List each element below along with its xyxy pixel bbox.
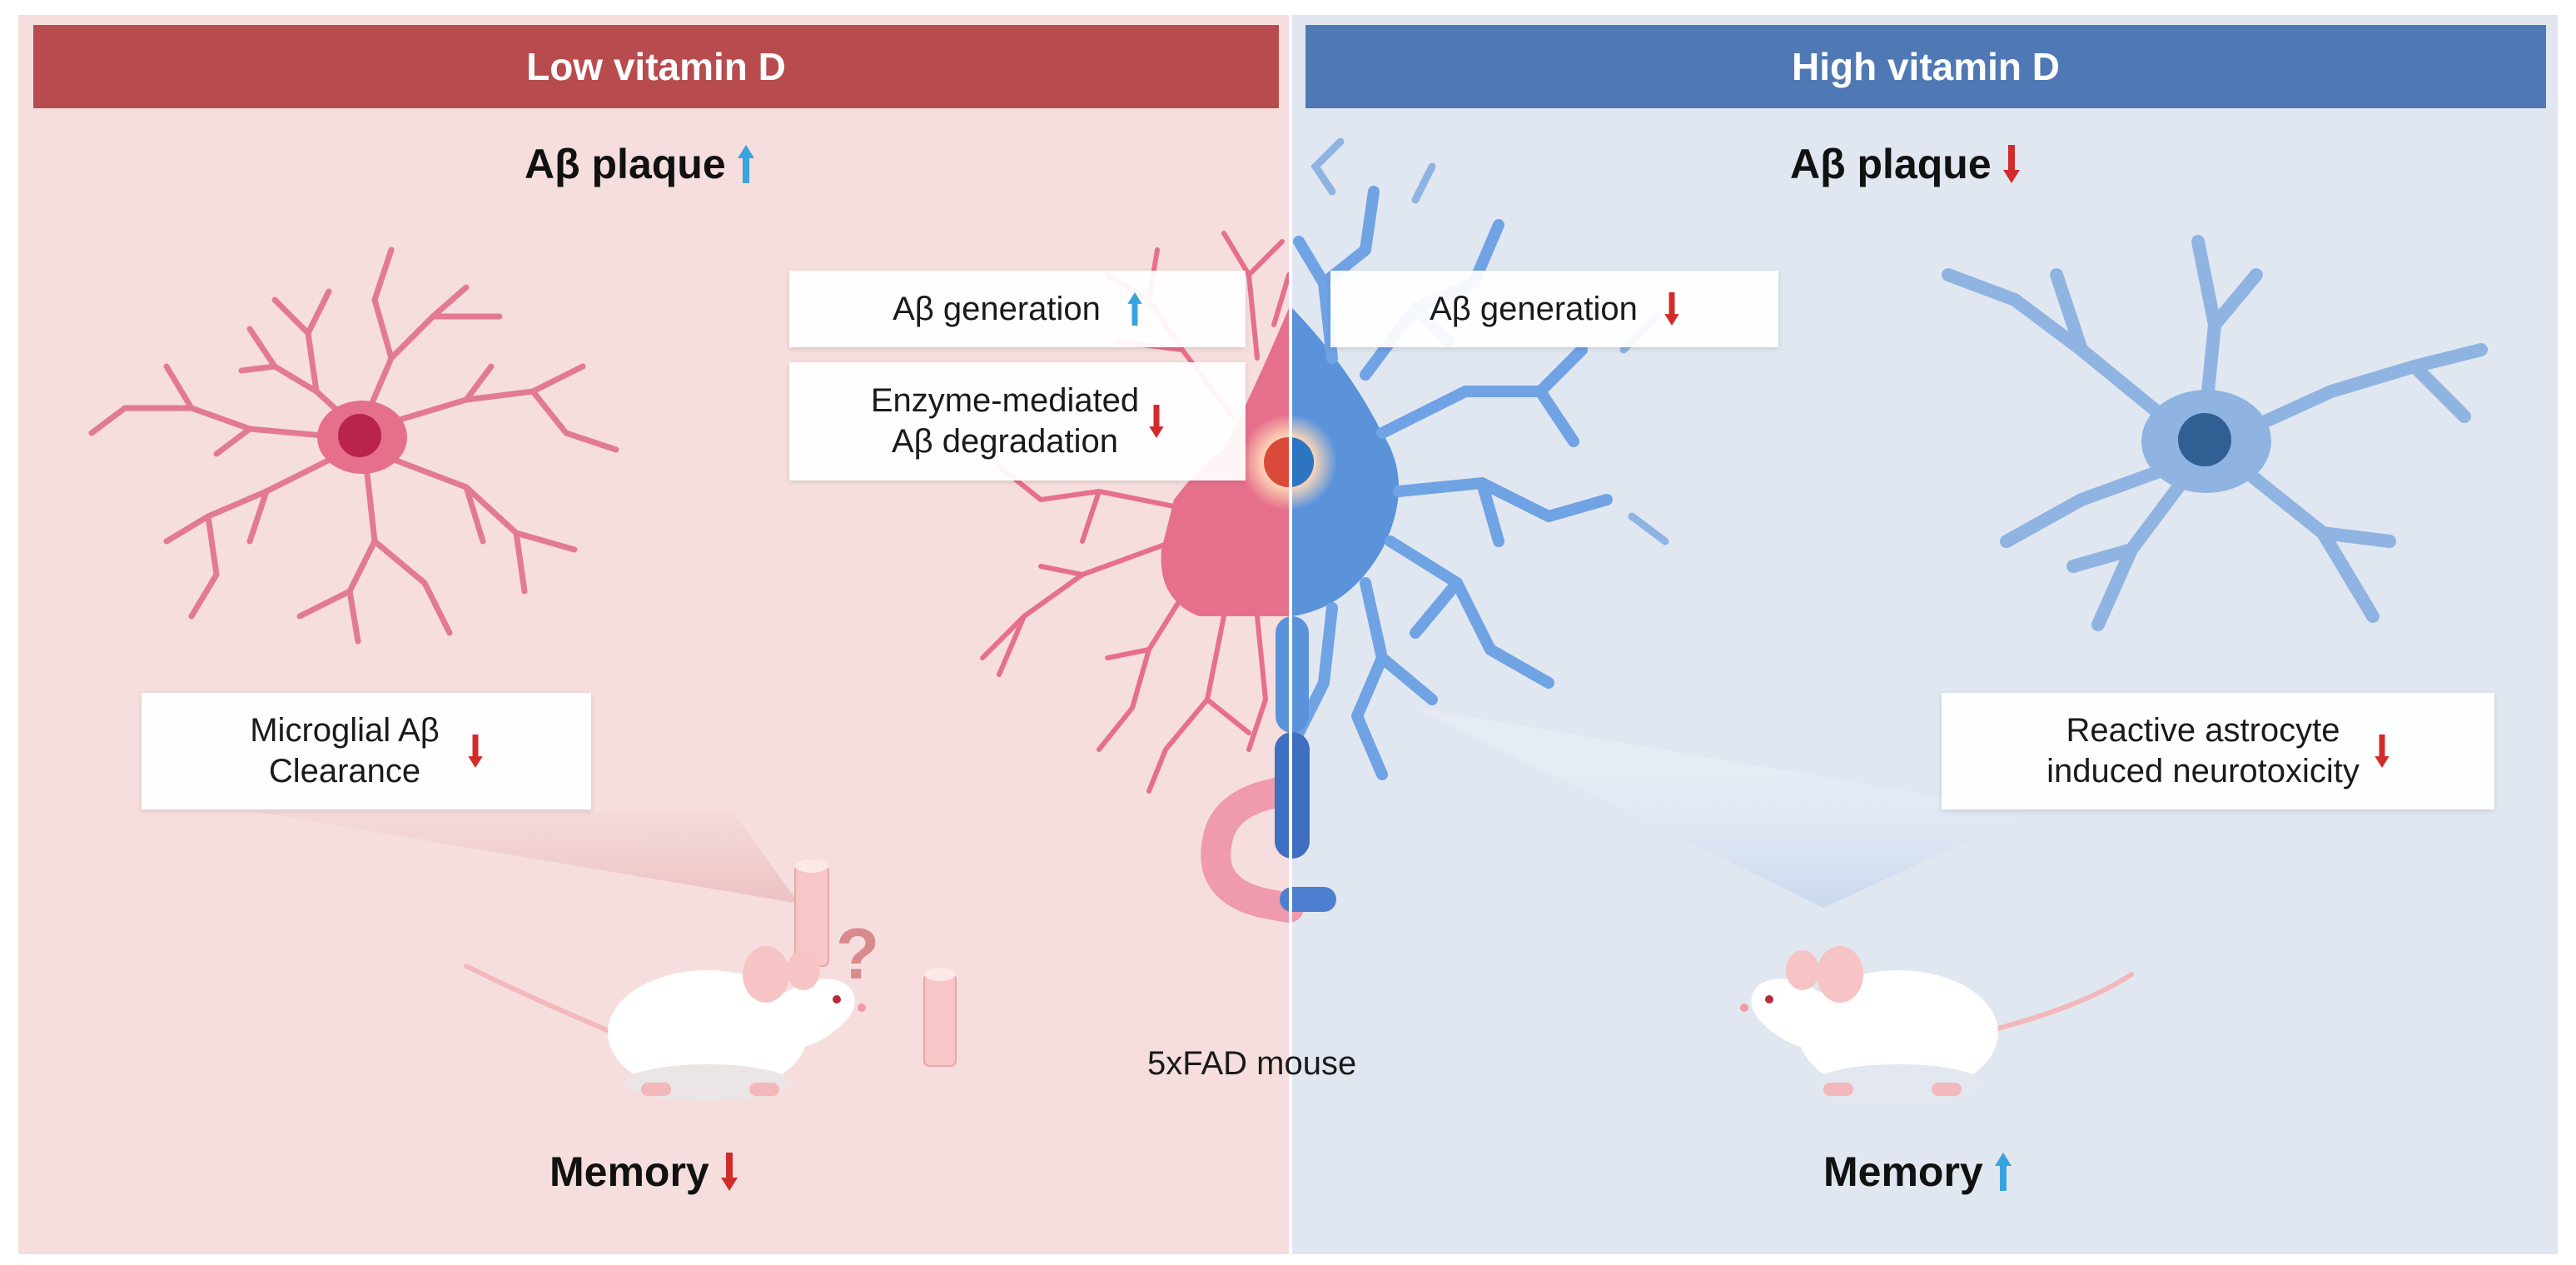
mouse-icon	[464, 946, 866, 1101]
low-plaque-title: Aβ plaque	[525, 140, 754, 188]
high-vitamin-d-header: High vitamin D	[1305, 25, 2546, 108]
up-arrow-icon	[1127, 292, 1142, 326]
high-plaque-label: Aβ plaque	[1790, 141, 1992, 187]
high-neurotoxicity-line1: Reactive astrocyte	[2066, 712, 2340, 750]
axon-pink	[1201, 776, 1304, 923]
down-arrow-icon	[468, 735, 483, 768]
neurotoxicity-cone	[1415, 708, 2031, 908]
mouse-model-caption: 5xFAD mouse	[1147, 1045, 1357, 1082]
low-degradation-line1: Enzyme-mediated	[870, 382, 1140, 420]
up-arrow-icon	[737, 145, 754, 183]
low-memory-label: Memory	[550, 1148, 709, 1195]
low-clearance-card: Microglial Aβ Clearance	[142, 693, 591, 809]
down-arrow-icon	[720, 1153, 738, 1191]
clearance-cone	[258, 812, 799, 904]
down-arrow-icon	[1149, 405, 1164, 438]
low-clearance-line1: Microglial Aβ	[250, 712, 440, 750]
low-generation-label: Aβ generation	[893, 290, 1101, 327]
high-neurotoxicity-card: Reactive astrocyte induced neurotoxicity	[1942, 693, 2494, 809]
low-memory-title: Memory	[550, 1148, 738, 1196]
high-generation-card: Aβ generation	[1330, 271, 1778, 347]
down-arrow-icon	[1664, 292, 1679, 326]
low-vitamin-d-header: Low vitamin D	[33, 25, 1279, 108]
microglia-icon	[88, 247, 619, 645]
mouse-icon	[1740, 946, 2134, 1101]
low-plaque-label: Aβ plaque	[525, 141, 726, 187]
question-mark: ?	[836, 914, 880, 994]
vitamin-capsule-icon	[794, 859, 957, 1067]
neuron-nucleus-right	[1289, 437, 1314, 487]
high-plaque-title: Aβ plaque	[1790, 140, 2020, 188]
high-generation-label: Aβ generation	[1430, 290, 1638, 327]
microglia-nucleus	[338, 414, 381, 457]
astrocyte-nucleus	[2178, 413, 2231, 466]
astrocyte-icon	[1942, 235, 2488, 631]
high-neurotoxicity-line2: induced neurotoxicity	[2046, 753, 2360, 789]
down-arrow-icon	[2002, 145, 2020, 183]
down-arrow-icon	[2375, 735, 2390, 768]
low-clearance-line2: Clearance	[268, 753, 421, 789]
low-degradation-card: Enzyme-mediated Aβ degradation	[789, 362, 1246, 481]
high-memory-title: Memory	[1823, 1148, 2012, 1196]
up-arrow-icon	[1994, 1153, 2012, 1191]
low-degradation-line2: Aβ degradation	[891, 423, 1119, 460]
low-generation-card: Aβ generation	[789, 271, 1246, 347]
high-memory-label: Memory	[1823, 1148, 1983, 1195]
